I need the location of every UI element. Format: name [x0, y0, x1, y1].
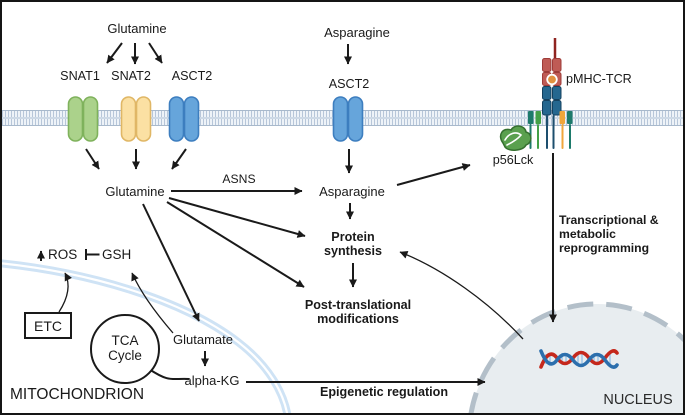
- arrow-asct2-left-exit: [171, 148, 187, 170]
- protein-synthesis-label: Protein synthesis: [323, 230, 383, 258]
- tca-to-alphakg-connector: [148, 368, 190, 381]
- pmhc-tcr-label: pMHC-TCR: [566, 72, 632, 86]
- arrow-glutamine-to-asct2: [148, 42, 163, 64]
- dna-icon: [539, 349, 619, 369]
- asct2-right-transporter-icon: [332, 96, 364, 142]
- snat1-transporter-icon: [67, 96, 99, 142]
- glutamate-label: Glutamate: [173, 332, 233, 347]
- tca-cycle-icon: TCA Cycle: [90, 314, 160, 384]
- asparagine-cytosol-label: Asparagine: [319, 184, 385, 199]
- alpha-kg-label: alpha-KG: [184, 373, 240, 388]
- etc-box: ETC: [24, 312, 72, 339]
- nucleus-body: [468, 301, 683, 413]
- gsh-label: GSH: [102, 247, 132, 262]
- arrow-snat1-exit: [85, 148, 100, 170]
- nucleus-label: NUCLEUS: [603, 392, 673, 408]
- arrow-glutamine-to-glutamate: [142, 203, 200, 322]
- asct2-left-label: ASCT2: [171, 69, 213, 83]
- arrow-glutamine-to-snat1: [106, 42, 123, 64]
- asct2-left-transporter-icon: [168, 96, 200, 142]
- ros-label: ROS: [48, 247, 78, 262]
- asns-label: ASNS: [222, 172, 256, 186]
- post-translational-modifications-label: Post-translational modifications: [304, 298, 412, 326]
- p56lck-label: p56Lck: [492, 153, 534, 167]
- gsh-inhibits-ros-bar: [85, 249, 100, 260]
- asct2-right-label: ASCT2: [328, 77, 370, 91]
- arrow-glutamate-to-gsh: [131, 272, 174, 334]
- arrow-nucleus-to-protein-synthesis: [399, 251, 524, 340]
- pmhc-tcr-icon: [528, 38, 573, 149]
- mitochondrion-membrane: [2, 259, 292, 413]
- epigenetic-regulation-label: Epigenetic regulation: [319, 385, 449, 399]
- etc-label: ETC: [34, 317, 62, 334]
- arrow-glutamine-to-protein-synthesis: [168, 197, 306, 238]
- peptide-dot-icon: [546, 73, 558, 86]
- snat2-transporter-icon: [120, 96, 152, 142]
- arrow-etc-to-ros: [58, 272, 72, 313]
- mitochondrion-label: MITOCHONDRION: [10, 386, 145, 403]
- arrow-glutamine-to-ptm: [166, 201, 305, 288]
- glutamine-extracellular-label: Glutamine: [107, 21, 167, 36]
- p56lck-icon: [499, 125, 532, 151]
- asparagine-extracellular-label: Asparagine: [324, 25, 390, 40]
- arrow-asparagine-to-p56lck: [396, 163, 471, 186]
- tca-cycle-label: TCA Cycle: [108, 333, 142, 363]
- snat2-label: SNAT2: [111, 69, 151, 83]
- glutamine-cytosol-label: Glutamine: [105, 184, 165, 199]
- snat1-label: SNAT1: [60, 69, 100, 83]
- transcriptional-reprogramming-label: Transcriptional & metabolic reprogrammin…: [559, 213, 659, 255]
